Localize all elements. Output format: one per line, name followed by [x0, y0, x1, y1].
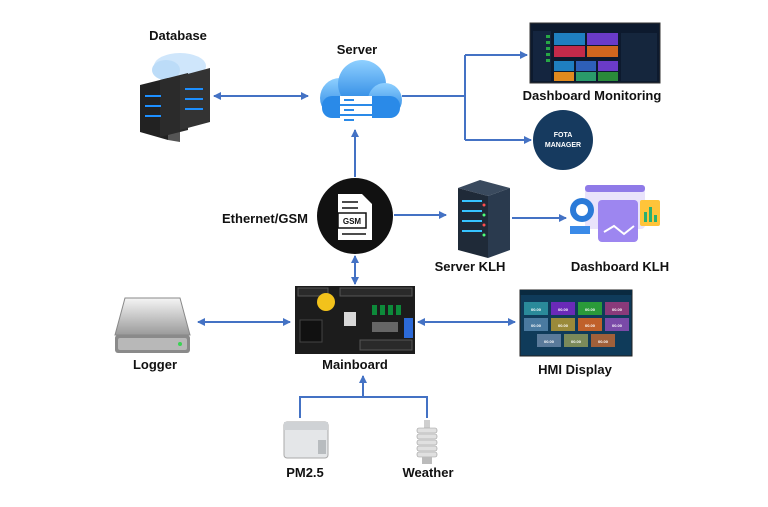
weather-label: Weather: [402, 465, 453, 480]
hmi-tile: [564, 334, 588, 347]
connectors: [197, 51, 567, 418]
hmi-tile: [605, 302, 629, 315]
hmi-tile-value: 00.00: [558, 323, 569, 328]
hmi-tile-value: 00.00: [544, 339, 555, 344]
hmi-tile: [578, 302, 602, 315]
gsm-doc-label: GSM: [343, 217, 362, 226]
cloud-server-icon: [320, 60, 402, 124]
mainboard-pcb: [295, 286, 415, 354]
hmi-tile: [524, 318, 548, 331]
database-icon: [140, 53, 210, 142]
hmi-tile: [605, 318, 629, 331]
hmi-tile: [551, 302, 575, 315]
hmi-tile-value: 00.00: [558, 307, 569, 312]
hmi-tile-value: 00.00: [585, 323, 596, 328]
sensor-bus: [299, 396, 428, 418]
hmi-tile-value: 00.00: [531, 307, 542, 312]
hmi-tiles: 00.00 00.00 00.00 00.00 00.00 00.00 00.00 00.00…: [524, 302, 629, 347]
server-label: Server: [337, 42, 377, 57]
hmi-tile: [551, 318, 575, 331]
hmi-tile: [578, 318, 602, 331]
pm25-label: PM2.5: [286, 465, 324, 480]
hmi-tile-value: 00.00: [585, 307, 596, 312]
hmi-display-label: HMI Display: [538, 362, 612, 377]
mainboard-label: Mainboard: [322, 357, 388, 372]
gsm-node: GSM: [317, 178, 393, 254]
database-label: Database: [149, 28, 207, 43]
server-klh-label: Server KLH: [435, 259, 506, 274]
hmi-tile: [591, 334, 615, 347]
hmi-display-screenshot: 00.00 00.00 00.00 00.00 00.00 00.00 00.00 00.00…: [519, 289, 633, 357]
dashboard-klh-illustration: [570, 185, 660, 242]
dashboard-klh-label: Dashboard KLH: [571, 259, 669, 274]
pm25-sensor-icon: [283, 421, 329, 459]
dashboard-monitoring-screenshot: [529, 22, 661, 84]
server-rack-icon: [458, 180, 510, 258]
ethernet-gsm-label: Ethernet/GSM: [222, 211, 308, 226]
hmi-tile: [537, 334, 561, 347]
fota-label-line2: MANAGER: [545, 142, 581, 149]
hmi-tile-value: 00.00: [571, 339, 582, 344]
hmi-tile-value: 00.00: [598, 339, 609, 344]
hmi-tile-value: 00.00: [612, 307, 623, 312]
fota-manager-node: FOTA MANAGER: [533, 110, 593, 170]
hmi-tile-value: 00.00: [531, 323, 542, 328]
hmi-tile: [524, 302, 548, 315]
dashboard-monitoring-label: Dashboard Monitoring: [523, 88, 662, 103]
fota-label-line1: FOTA: [554, 132, 573, 139]
weather-sensor-icon: [416, 420, 438, 464]
hard-drive-icon: [114, 297, 191, 353]
hmi-tile-value: 00.00: [612, 323, 623, 328]
logger-label: Logger: [133, 357, 177, 372]
